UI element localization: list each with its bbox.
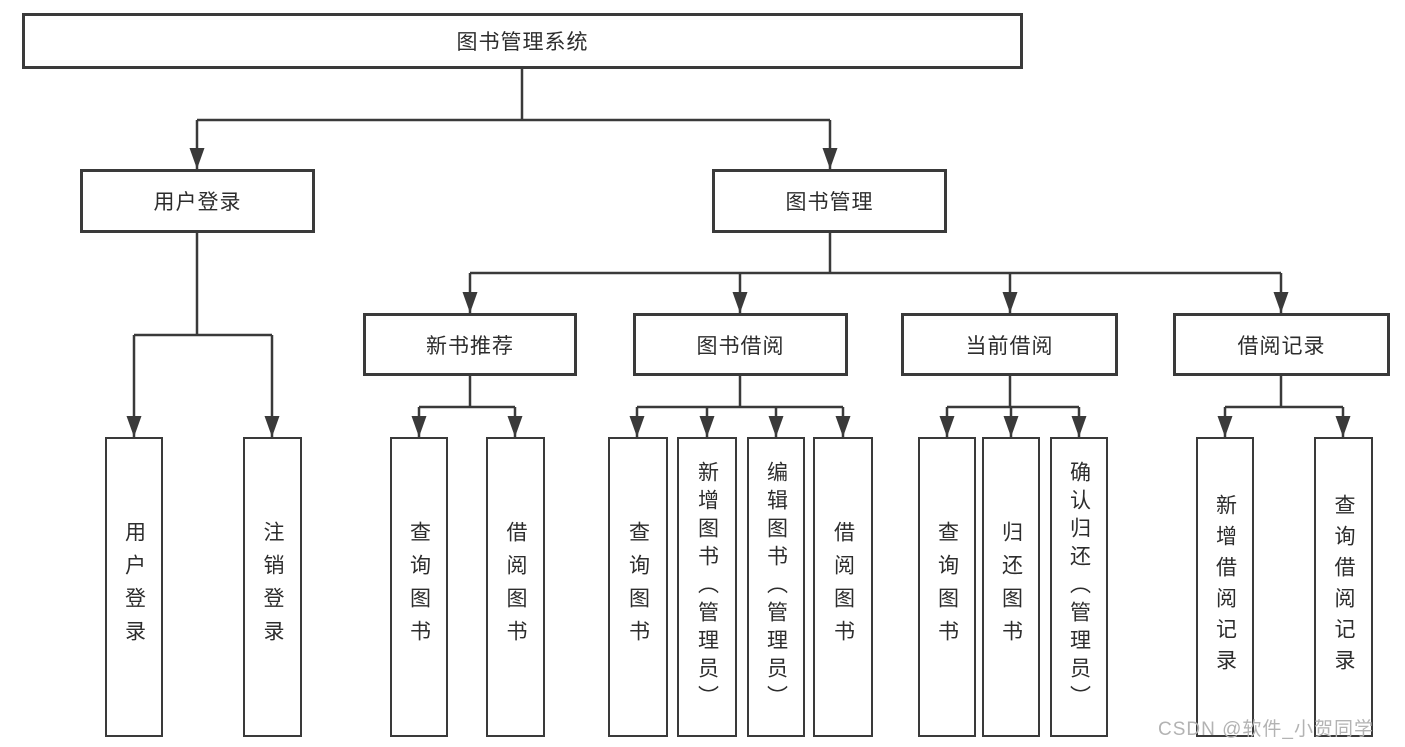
node-label: 查询图书 (407, 521, 431, 653)
watermark-text: CSDN @软件_小贺同学 (1158, 719, 1374, 740)
node-new-book-recommend: 新书推荐 (363, 313, 577, 376)
leaf-borrow-books-borrowing: 借阅图书 (813, 437, 873, 737)
node-current-borrowing: 当前借阅 (901, 313, 1118, 376)
node-label: 借阅图书 (504, 521, 527, 653)
node-label: 查询借阅记录 (1332, 494, 1355, 680)
node-label: 新增图书（管理员） (695, 461, 719, 713)
node-book-borrowing: 图书借阅 (633, 313, 848, 376)
leaf-borrow-books-recommend: 借阅图书 (486, 437, 545, 737)
node-label: 查询图书 (935, 521, 959, 653)
leaf-confirm-return-admin: 确认归还（管理员） (1050, 437, 1108, 737)
node-label: 图书借阅 (696, 334, 785, 358)
node-label: 借阅记录 (1237, 334, 1326, 358)
leaf-query-borrow-record: 查询借阅记录 (1314, 437, 1373, 737)
node-label: 图书管理系统 (456, 31, 589, 54)
node-label: 当前借阅 (965, 334, 1054, 358)
node-user-login: 用户登录 (80, 169, 315, 233)
node-label: 注销登录 (261, 521, 284, 653)
node-label: 查询图书 (626, 521, 650, 653)
leaf-user-login: 用户登录 (105, 437, 163, 737)
leaf-query-books-recommend: 查询图书 (390, 437, 448, 737)
leaf-logout-login: 注销登录 (243, 437, 302, 737)
leaf-edit-books-admin: 编辑图书（管理员） (747, 437, 805, 737)
leaf-query-books-borrowing: 查询图书 (608, 437, 668, 737)
node-borrowing-records: 借阅记录 (1173, 313, 1390, 376)
node-book-management: 图书管理 (712, 169, 947, 233)
node-label: 图书管理 (785, 191, 874, 214)
arrowhead-icons (126, 148, 1351, 437)
node-label: 确认归还（管理员） (1067, 461, 1091, 713)
node-label: 新增借阅记录 (1213, 494, 1237, 680)
node-label: 编辑图书（管理员） (764, 461, 788, 713)
node-label: 归还图书 (999, 521, 1023, 653)
node-label: 用户登录 (153, 191, 242, 214)
leaf-add-borrow-record: 新增借阅记录 (1196, 437, 1254, 737)
leaf-query-books-current: 查询图书 (918, 437, 976, 737)
leaf-return-books: 归还图书 (982, 437, 1040, 737)
leaf-add-books-admin: 新增图书（管理员） (677, 437, 737, 737)
node-label: 新书推荐 (426, 334, 514, 358)
node-root-system: 图书管理系统 (22, 13, 1023, 69)
node-label: 用户登录 (122, 521, 146, 653)
node-label: 借阅图书 (831, 521, 855, 653)
